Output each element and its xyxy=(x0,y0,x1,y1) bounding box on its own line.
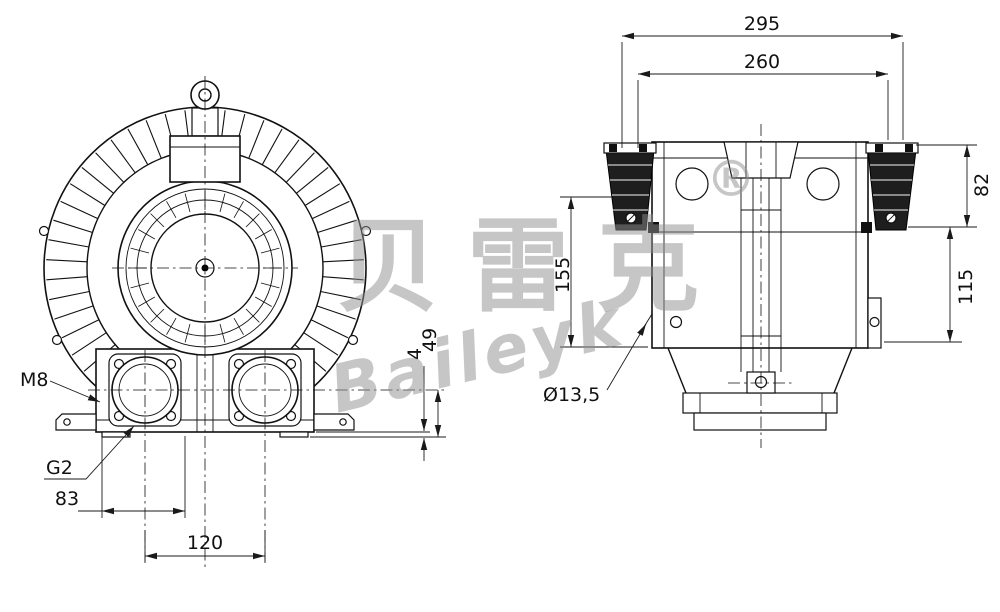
side-port-left xyxy=(675,167,709,201)
mounting-hole xyxy=(669,315,683,329)
front-view-dimensions: M8 G2 83 120 49 4 xyxy=(20,328,446,562)
dim-4: 4 xyxy=(404,348,426,360)
side-view xyxy=(603,124,919,448)
base-plate xyxy=(682,392,838,414)
watermark: 贝雷克 ® Baileyk xyxy=(323,150,756,429)
ear-hole xyxy=(51,334,63,346)
dim-115: 115 xyxy=(955,269,977,305)
dim-dia-13-5: Ø13,5 xyxy=(543,384,600,406)
watermark-cjk: 贝雷克 xyxy=(337,208,727,327)
dim-295: 295 xyxy=(744,13,780,35)
ear-hole xyxy=(347,334,359,346)
dim-82: 82 xyxy=(971,173,993,197)
dim-49: 49 xyxy=(419,328,441,352)
side-view-dimensions: 295 260 82 115 155 Ø13,5 xyxy=(543,13,993,406)
foot-bolt-hole xyxy=(339,418,347,426)
foot-bolt-hole xyxy=(63,418,71,426)
dim-83: 83 xyxy=(55,488,79,510)
base-lip xyxy=(693,412,827,431)
side-port-right xyxy=(806,167,840,201)
foot-pad xyxy=(279,431,309,438)
dim-260: 260 xyxy=(744,51,780,73)
label-m8: M8 xyxy=(20,369,48,391)
top-cover xyxy=(723,141,799,179)
dim-155: 155 xyxy=(552,257,574,293)
dim-120: 120 xyxy=(187,532,223,554)
muffler-left-cap xyxy=(603,142,657,154)
ear-hole xyxy=(38,225,50,237)
ear-hole xyxy=(360,225,372,237)
foot-left xyxy=(55,413,97,431)
front-view xyxy=(38,76,447,570)
bracket-hole xyxy=(869,316,880,328)
label-g2: G2 xyxy=(46,457,73,479)
watermark-registered: ® xyxy=(706,150,756,208)
muffler-right-cap xyxy=(865,142,919,154)
foot-right xyxy=(313,413,355,431)
